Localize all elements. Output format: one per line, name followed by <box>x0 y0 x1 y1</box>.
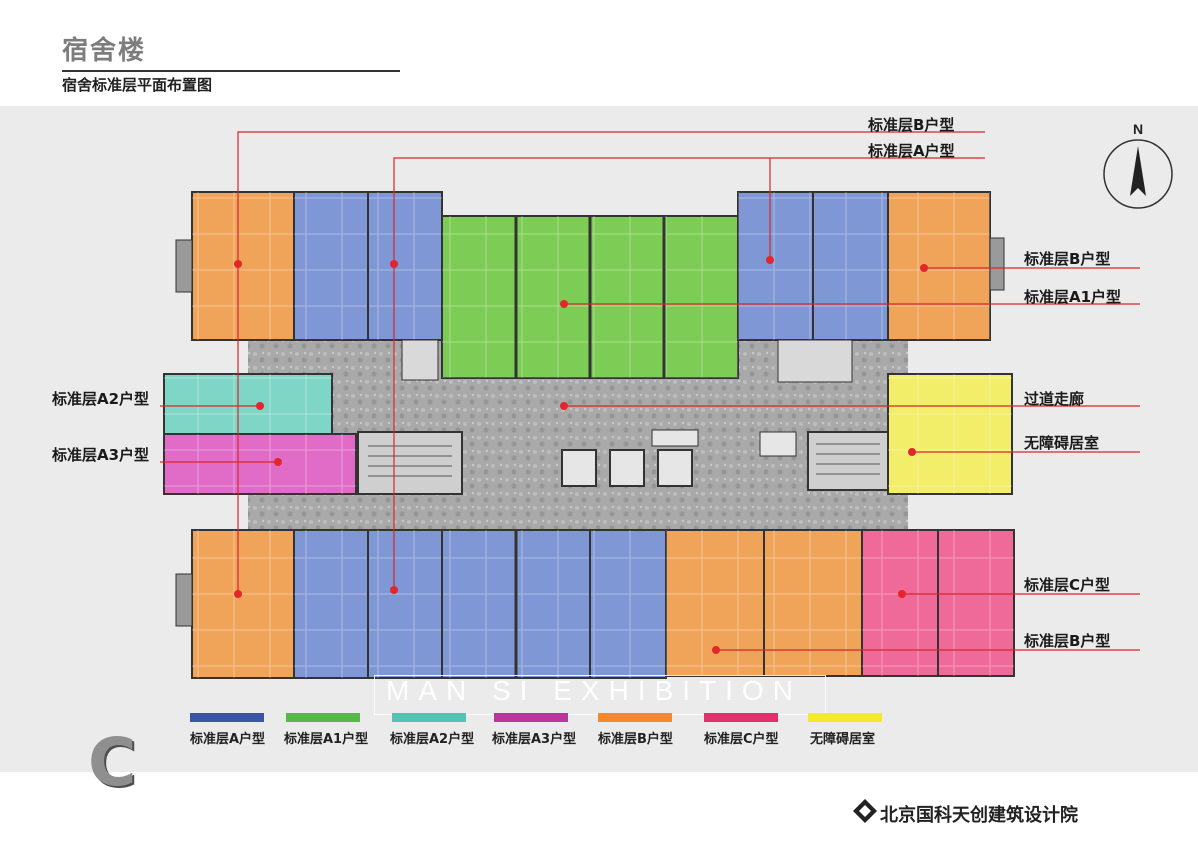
unit-a2-left <box>163 373 333 435</box>
unit-b-top-right <box>887 191 1005 341</box>
page-title: 宿舍楼 <box>62 36 147 66</box>
callout-corridor: 过道走廊 <box>1024 390 1085 408</box>
callout-b-bottom: 标准层B户型 <box>1024 632 1111 650</box>
legend-swatch <box>392 713 466 722</box>
unit-b-top-left <box>175 191 295 341</box>
title-rule <box>62 70 400 72</box>
stair-core-right <box>759 431 889 491</box>
stair-core-left <box>357 431 463 495</box>
callout-b-right: 标准层B户型 <box>1024 250 1111 268</box>
callout-c-right: 标准层C户型 <box>1024 576 1111 594</box>
company-name: 北京国科天创建筑设计院 <box>880 805 1078 826</box>
elevator-core <box>561 429 699 487</box>
service-room <box>401 339 439 381</box>
north-arrow-icon: N <box>1103 121 1173 209</box>
unit-a-bottom <box>293 529 667 679</box>
unit-a-top-right <box>737 191 889 341</box>
legend-label: 无障碍居室 <box>810 732 876 747</box>
legend-swatch <box>598 713 672 722</box>
compass-label: N <box>1133 121 1143 137</box>
callout-a2-left: 标准层A2户型 <box>52 390 150 408</box>
unit-b-bottom-left <box>175 529 295 679</box>
legend-label: 标准层A户型 <box>190 732 266 747</box>
callout-a1-right: 标准层A1户型 <box>1024 288 1122 306</box>
legend-label: 标准层A1户型 <box>284 732 369 747</box>
company-logo-icon <box>853 799 877 823</box>
callout-b-top: 标准层B户型 <box>868 116 955 134</box>
unit-a-top-left <box>293 191 443 341</box>
legend-swatch <box>286 713 360 722</box>
legend-label: 标准层A2户型 <box>390 732 475 747</box>
callout-accessible: 无障碍居室 <box>1024 434 1100 452</box>
legend-swatch <box>190 713 264 722</box>
section-letter: C <box>88 724 137 801</box>
unit-a3-left <box>163 433 357 495</box>
unit-c-bottom-right <box>861 529 1015 677</box>
legend-swatch <box>704 713 778 722</box>
legend-label: 标准层B户型 <box>598 732 673 747</box>
unit-a1-top <box>441 215 739 379</box>
callout-dots <box>234 256 928 654</box>
legend-label: 标准层A3户型 <box>492 732 577 747</box>
unit-b-bottom <box>665 529 863 677</box>
page-subtitle: 宿舍标准层平面布置图 <box>62 76 213 94</box>
legend-label: 标准层C户型 <box>704 732 779 747</box>
watermark-text: MAN SI EXHIBITION <box>386 675 802 706</box>
leader-lines <box>160 131 1140 651</box>
legend-swatch <box>808 713 882 722</box>
callout-a3-left: 标准层A3户型 <box>52 446 150 464</box>
service-room <box>777 339 853 383</box>
legend-swatch <box>494 713 568 722</box>
unit-accessible <box>887 373 1013 495</box>
callout-a-top: 标准层A户型 <box>868 142 955 160</box>
